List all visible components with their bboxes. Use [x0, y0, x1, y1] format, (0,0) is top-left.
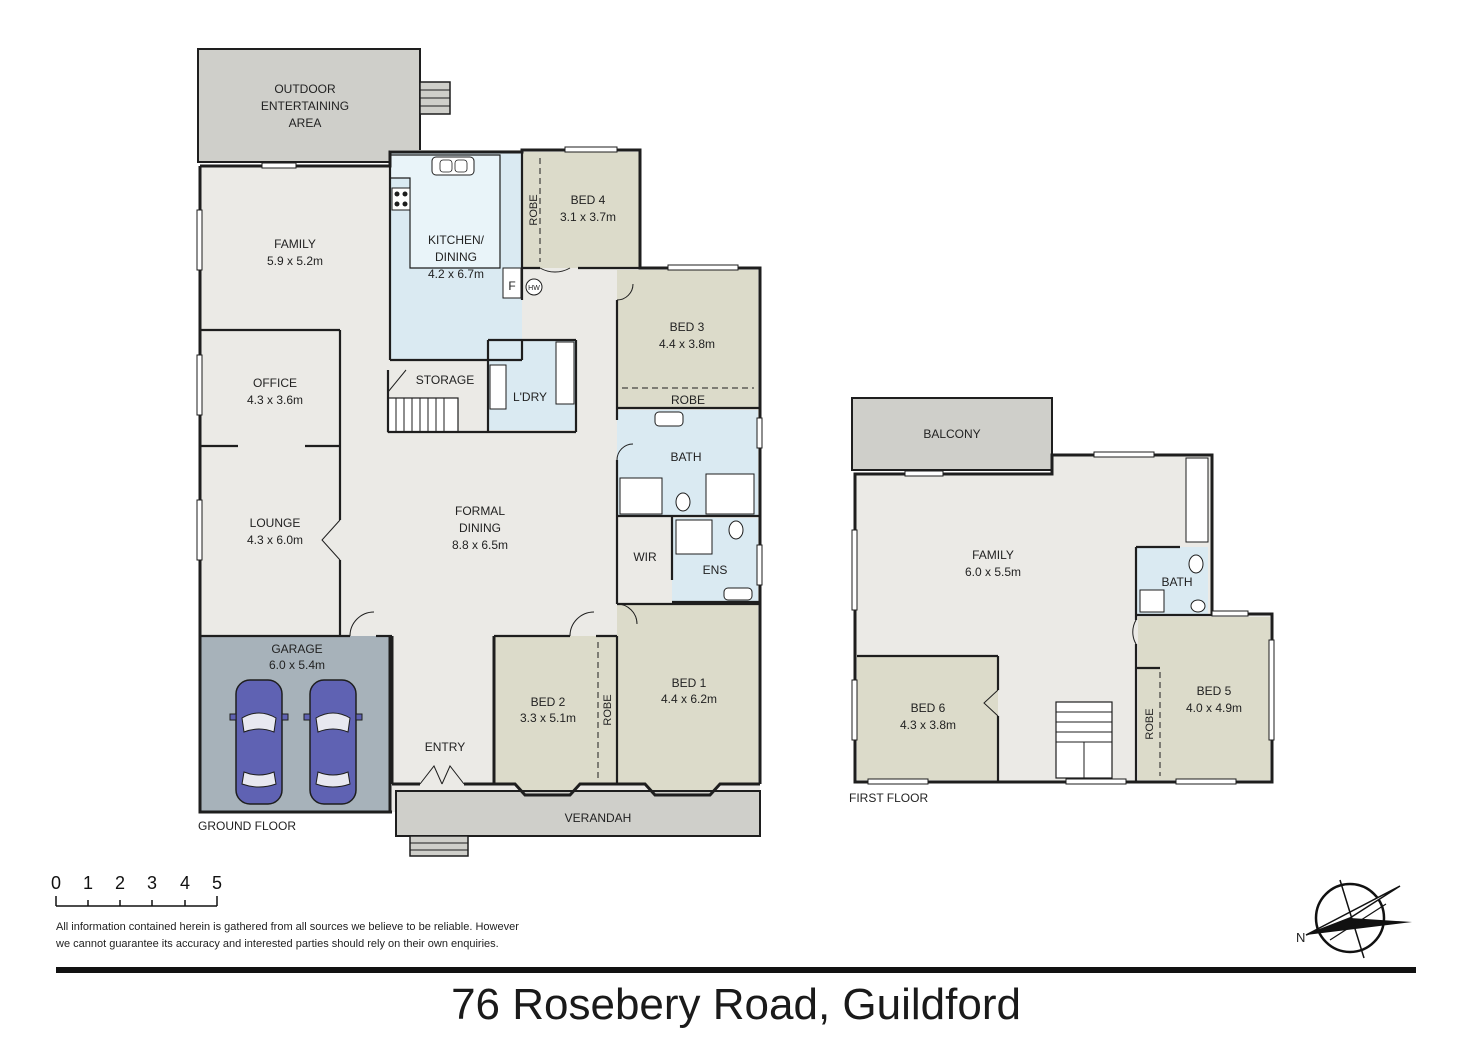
- bed5-dims: 4.0 x 4.9m: [1186, 701, 1242, 715]
- family-dims: 5.9 x 5.2m: [267, 254, 323, 268]
- kitchen-name-2: DINING: [435, 250, 477, 264]
- kitchen-sink: [431, 156, 475, 176]
- storage-label: STORAGE: [416, 373, 474, 387]
- garage-name: GARAGE: [271, 642, 322, 656]
- wir-label: WIR: [633, 550, 657, 564]
- scale-bar: 0 1 2 3 4 5: [51, 873, 222, 907]
- compass-label: N: [1296, 930, 1305, 945]
- bed2-area: [494, 636, 616, 795]
- kitchen-name-1: KITCHEN/: [428, 233, 485, 247]
- scale-tick-4: 4: [180, 873, 190, 893]
- scale-tick-0: 0: [51, 873, 61, 893]
- entry-label: ENTRY: [425, 740, 465, 754]
- ground-labels: OUTDOOR ENTERTAINING AREA FAMILY 5.9 x 5…: [198, 82, 727, 833]
- fridge-label: F: [508, 279, 515, 293]
- scale-tick-3: 3: [147, 873, 157, 893]
- bed1-name: BED 1: [672, 676, 707, 690]
- first-labels: BALCONY FAMILY 6.0 x 5.5m BATH BED 6 4.3…: [849, 427, 1242, 805]
- bed6-area: [857, 656, 998, 780]
- bed5-area: [1138, 617, 1270, 780]
- bed3-name: BED 3: [670, 320, 705, 334]
- bed1-area: [617, 604, 758, 795]
- scale-tick-2: 2: [115, 873, 125, 893]
- formal-dims: 8.8 x 6.5m: [452, 538, 508, 552]
- verandah-label: VERANDAH: [565, 811, 632, 825]
- formal-name-2: DINING: [459, 521, 501, 535]
- outdoor-label-1: OUTDOOR: [274, 82, 336, 96]
- ff-family-dims: 6.0 x 5.5m: [965, 565, 1021, 579]
- ff-family-name: FAMILY: [972, 548, 1014, 562]
- lounge-name: LOUNGE: [250, 516, 301, 530]
- bed5-robe-label: ROBE: [1144, 708, 1156, 739]
- first-stairs: [1055, 701, 1113, 779]
- hw-label: HW: [528, 285, 540, 292]
- ens-label: ENS: [703, 563, 728, 577]
- bed3-area: [617, 270, 758, 408]
- formal-name-1: FORMAL: [455, 504, 505, 518]
- car-right: [303, 679, 363, 805]
- footer-rule: [56, 967, 1416, 973]
- scale-tick-5: 5: [212, 873, 222, 893]
- bed1-dims: 4.4 x 6.2m: [661, 692, 717, 706]
- bed4-robe-label: ROBE: [528, 194, 540, 225]
- first-floor: [851, 397, 1275, 785]
- bed6-dims: 4.3 x 3.8m: [900, 718, 956, 732]
- bed2-name: BED 2: [531, 695, 566, 709]
- ff-bath-label: BATH: [1161, 575, 1192, 589]
- balcony-label: BALCONY: [923, 427, 980, 441]
- bed2-robe-label: ROBE: [602, 694, 614, 725]
- ground-internal-walls: [200, 152, 760, 784]
- bed4-dims: 3.1 x 3.7m: [560, 210, 616, 224]
- family-name: FAMILY: [274, 237, 316, 251]
- car-left: [229, 679, 289, 805]
- ground-stairs: [387, 397, 459, 433]
- bed4-area: [522, 152, 639, 268]
- kitchen-dims: 4.2 x 6.7m: [428, 267, 484, 281]
- bed6-name: BED 6: [911, 701, 946, 715]
- outdoor-area: [197, 48, 421, 163]
- bed2-dims: 3.3 x 5.1m: [520, 711, 576, 725]
- outdoor-label-3: AREA: [289, 116, 322, 130]
- bed5-name: BED 5: [1197, 684, 1232, 698]
- compass-icon: N: [1296, 879, 1412, 959]
- bath-label: BATH: [670, 450, 701, 464]
- verandah-area: [395, 790, 761, 837]
- first-internal-walls: [857, 545, 1212, 782]
- first-floor-label: FIRST FLOOR: [849, 791, 928, 805]
- cooktop: [391, 187, 411, 211]
- garage-area: [200, 636, 390, 812]
- ground-floor-label: GROUND FLOOR: [198, 819, 296, 833]
- bed4-name: BED 4: [571, 193, 606, 207]
- laundry-label: L'DRY: [513, 390, 547, 404]
- entry-steps: [409, 835, 469, 857]
- hot-water-unit: [525, 278, 543, 296]
- property-title: 76 Rosebery Road, Guildford: [451, 980, 1021, 1029]
- office-dims: 4.3 x 3.6m: [247, 393, 303, 407]
- balcony-area: [851, 397, 1053, 471]
- outdoor-label-2: ENTERTAINING: [261, 99, 349, 113]
- scale-tick-1: 1: [83, 873, 93, 893]
- bed3-robe-label: ROBE: [671, 393, 705, 407]
- ground-floor: [196, 48, 763, 857]
- office-name: OFFICE: [253, 376, 297, 390]
- garage-dims: 6.0 x 5.4m: [269, 658, 325, 672]
- lounge-dims: 4.3 x 6.0m: [247, 533, 303, 547]
- disclaimer: All information contained herein is gath…: [56, 921, 519, 950]
- bed3-dims: 4.4 x 3.8m: [659, 337, 715, 351]
